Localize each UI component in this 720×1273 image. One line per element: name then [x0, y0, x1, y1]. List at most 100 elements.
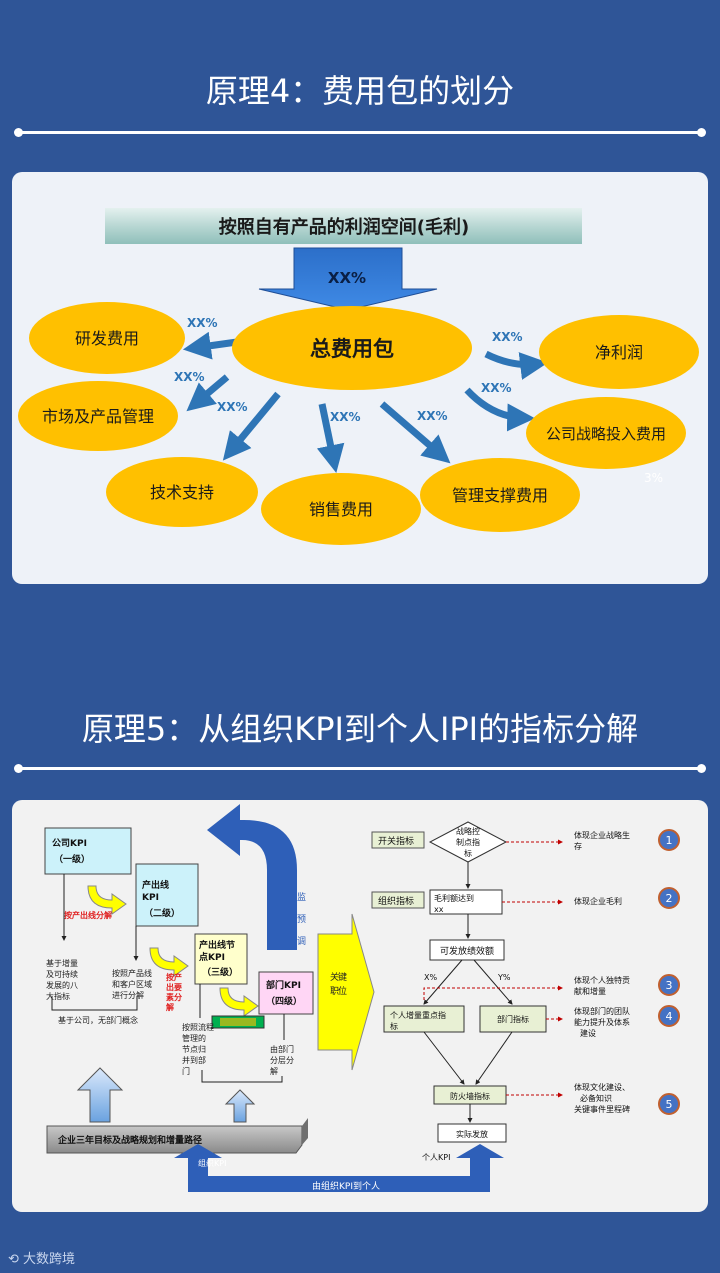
section2-divider — [14, 764, 706, 773]
key-pos-3: 职 — [330, 986, 339, 997]
badge-5 — [658, 1093, 680, 1115]
org-metric-label: 组织指标 — [378, 895, 414, 907]
monitor-2: 预 — [297, 914, 306, 925]
badge-2 — [658, 887, 680, 909]
personal-box — [383, 1005, 465, 1033]
line-kpi-level: （二级） — [144, 907, 180, 919]
by-element-d: 解 — [166, 1002, 174, 1012]
ellipse-tech — [106, 457, 258, 527]
total-package-label: 总费用包 — [310, 337, 394, 361]
note5-a: 体现文化建设、 — [574, 1082, 630, 1092]
up-arrow-small — [224, 1089, 256, 1123]
ellipse-rd — [29, 302, 185, 374]
by-element-b: 出要 — [166, 982, 182, 992]
pct-market-a: XX% — [174, 370, 205, 384]
pct-market-b: XX% — [217, 400, 248, 414]
ellipse-market — [18, 381, 178, 451]
gross-box — [429, 889, 503, 915]
up-arrow-large — [76, 1067, 124, 1123]
tech-label: 技术支持 — [150, 483, 214, 502]
cost-package-panel: 按照自有产品的利润空间(毛利) XX% 总费用包 研发费用 市场及产品管理 技术… — [12, 172, 708, 584]
note5-c: 关键事件里程碑 — [574, 1104, 630, 1114]
dept-kpi-label: 部门KPI — [266, 979, 301, 991]
product-2: 和客户区域 — [112, 979, 152, 989]
profit-label: 净利润 — [595, 343, 643, 362]
badge-1 — [658, 829, 680, 851]
company-kpi-level: （一级） — [54, 853, 90, 865]
node-kpi-box — [194, 933, 248, 985]
watermark-icon: ⟲ — [8, 1252, 24, 1267]
pct-profit: XX% — [492, 330, 523, 344]
badge-4 — [658, 1005, 680, 1027]
uturn-arrow — [207, 804, 297, 950]
bonus-label: 可发放绩效额 — [440, 945, 494, 957]
pct-mgmt: XX% — [417, 409, 448, 423]
kpi-decomposition-panel: 监 预 调 关 键 职 位 公司KPI （一级） 产出线 KPI （二级） 按产… — [12, 800, 708, 1212]
dept-metric-box — [479, 1005, 547, 1033]
line-kpi-box — [135, 863, 199, 927]
badge-4-label: 4 — [666, 1010, 673, 1023]
arrow-sales — [316, 403, 345, 473]
x-pct: X% — [424, 973, 437, 982]
note2-a: 体现企业毛利 — [574, 896, 622, 906]
top-pct: XX% — [328, 269, 366, 287]
rd-label: 研发费用 — [75, 329, 139, 348]
pct-rd: XX% — [187, 316, 218, 330]
ellipse-strategy — [526, 397, 686, 469]
personal-2: 标 — [390, 1021, 398, 1031]
firewall-label: 防火墙指标 — [450, 1091, 490, 1101]
gross-2: xx — [434, 905, 444, 914]
dept-kpi-box — [258, 971, 314, 1015]
company-kpi-box — [44, 827, 132, 875]
note4-b: 能力提升及体系 — [574, 1017, 630, 1027]
process-5: 门 — [182, 1066, 190, 1076]
key-pos-4: 位 — [338, 985, 347, 997]
process-2: 管理的 — [182, 1033, 206, 1043]
badge-1-label: 1 — [666, 834, 673, 847]
arrow-tech — [222, 391, 281, 461]
badge-3 — [658, 974, 680, 996]
base-bar — [46, 1125, 303, 1154]
market-label: 市场及产品管理 — [42, 407, 154, 426]
node-kpi-label-b: 点KPI — [199, 951, 225, 963]
section1-divider — [14, 128, 706, 137]
note4-a: 体现部门的团队 — [574, 1006, 630, 1016]
process-3: 节点归 — [182, 1044, 206, 1054]
watermark-label: 大数跨境 — [23, 1252, 76, 1267]
key-position-arrow — [317, 913, 375, 1071]
by-element-a: 按产 — [166, 972, 182, 982]
arrow-strategy — [464, 387, 536, 432]
basis-2: 及可持续 — [46, 969, 78, 979]
sales-label: 销售费用 — [309, 500, 373, 519]
arrow-market — [186, 374, 230, 412]
diamond-3: 标 — [464, 848, 472, 858]
top-down-arrow — [258, 247, 438, 311]
base-bar-label: 企业三年目标及战略规划和增量路径 — [57, 1134, 202, 1146]
pct-sales: XX% — [330, 410, 361, 424]
arrow-rd — [182, 331, 238, 360]
kpi-decomposition-diagram: 监 预 调 关 键 职 位 公司KPI （一级） 产出线 KPI （二级） 按产… — [44, 804, 680, 1192]
note1-a: 体现企业战略生 — [574, 830, 630, 840]
process-4: 并到部 — [182, 1055, 206, 1065]
dept-split-2: 分层分 — [270, 1056, 294, 1065]
yellow-arrow-1 — [87, 885, 127, 915]
note4-c: 建设 — [580, 1028, 596, 1038]
profit-banner-label: 按照自有产品的利润空间(毛利) — [219, 216, 469, 238]
diamond-1: 战略控 — [456, 826, 480, 836]
cost-package-diagram: 按照自有产品的利润空间(毛利) XX% 总费用包 研发费用 市场及产品管理 技术… — [18, 208, 699, 545]
actual-box — [437, 1123, 507, 1143]
process-1: 按照流程 — [182, 1022, 214, 1032]
note1-b: 存 — [574, 841, 582, 851]
ellipse-mgmt — [420, 458, 580, 532]
note3-a: 体现个人独特贡 — [574, 975, 630, 985]
badge-2-label: 2 — [666, 892, 673, 905]
gross-1: 毛利额达到 — [434, 893, 474, 903]
dept-kpi-level: （四级） — [266, 995, 302, 1007]
mgmt-label: 管理支撑费用 — [452, 486, 548, 505]
basis-1: 基于增量 — [46, 958, 78, 968]
node-kpi-label-a: 产出线节 — [199, 939, 235, 951]
base-bar-side — [302, 1118, 308, 1145]
arrow-profit — [484, 350, 549, 380]
monitor-1: 监 — [297, 891, 306, 903]
monitor-3: 调 — [297, 936, 306, 947]
